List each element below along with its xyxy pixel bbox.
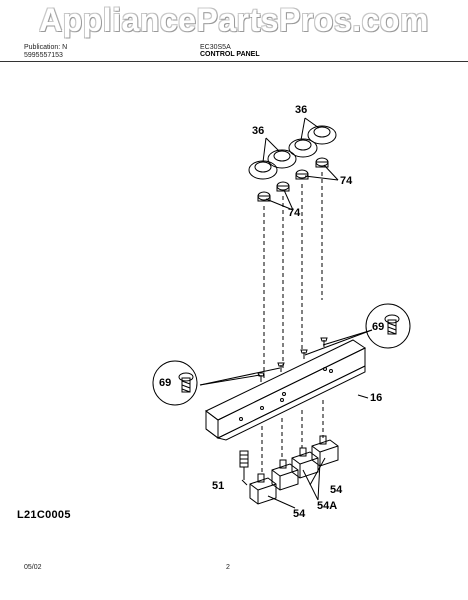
infinite-switch-part	[249, 435, 339, 505]
publication-number: 5995557153	[24, 52, 63, 59]
callout-knob-insert: 74	[340, 175, 353, 187]
knob-insert-part	[257, 157, 329, 202]
callout-knob: 36	[252, 125, 265, 137]
footer-date: 05/02	[24, 564, 42, 571]
callout-switch-pin: 51	[212, 480, 225, 492]
diagram-id: L21C0005	[17, 509, 71, 521]
section-title: CONTROL PANEL	[200, 51, 260, 58]
screw-icon	[178, 314, 400, 393]
header-divider	[0, 61, 468, 62]
callout-switch-a: 54A	[317, 500, 338, 512]
callout-panel: 16	[370, 392, 383, 404]
callout-switch: 54	[330, 484, 343, 496]
model-number: EC30S5A	[200, 44, 231, 51]
callout-screw: 69	[372, 321, 385, 333]
callout-screw: 69	[159, 377, 172, 389]
callout-switch: 54	[293, 508, 306, 520]
switch-pin-part	[239, 450, 249, 480]
publication-label: Publication: N	[24, 44, 68, 51]
callout-knob: 36	[295, 104, 308, 116]
page-number: 2	[226, 564, 230, 571]
callout-knob-insert: 74	[288, 207, 301, 219]
control-panel-bracket	[205, 339, 367, 441]
